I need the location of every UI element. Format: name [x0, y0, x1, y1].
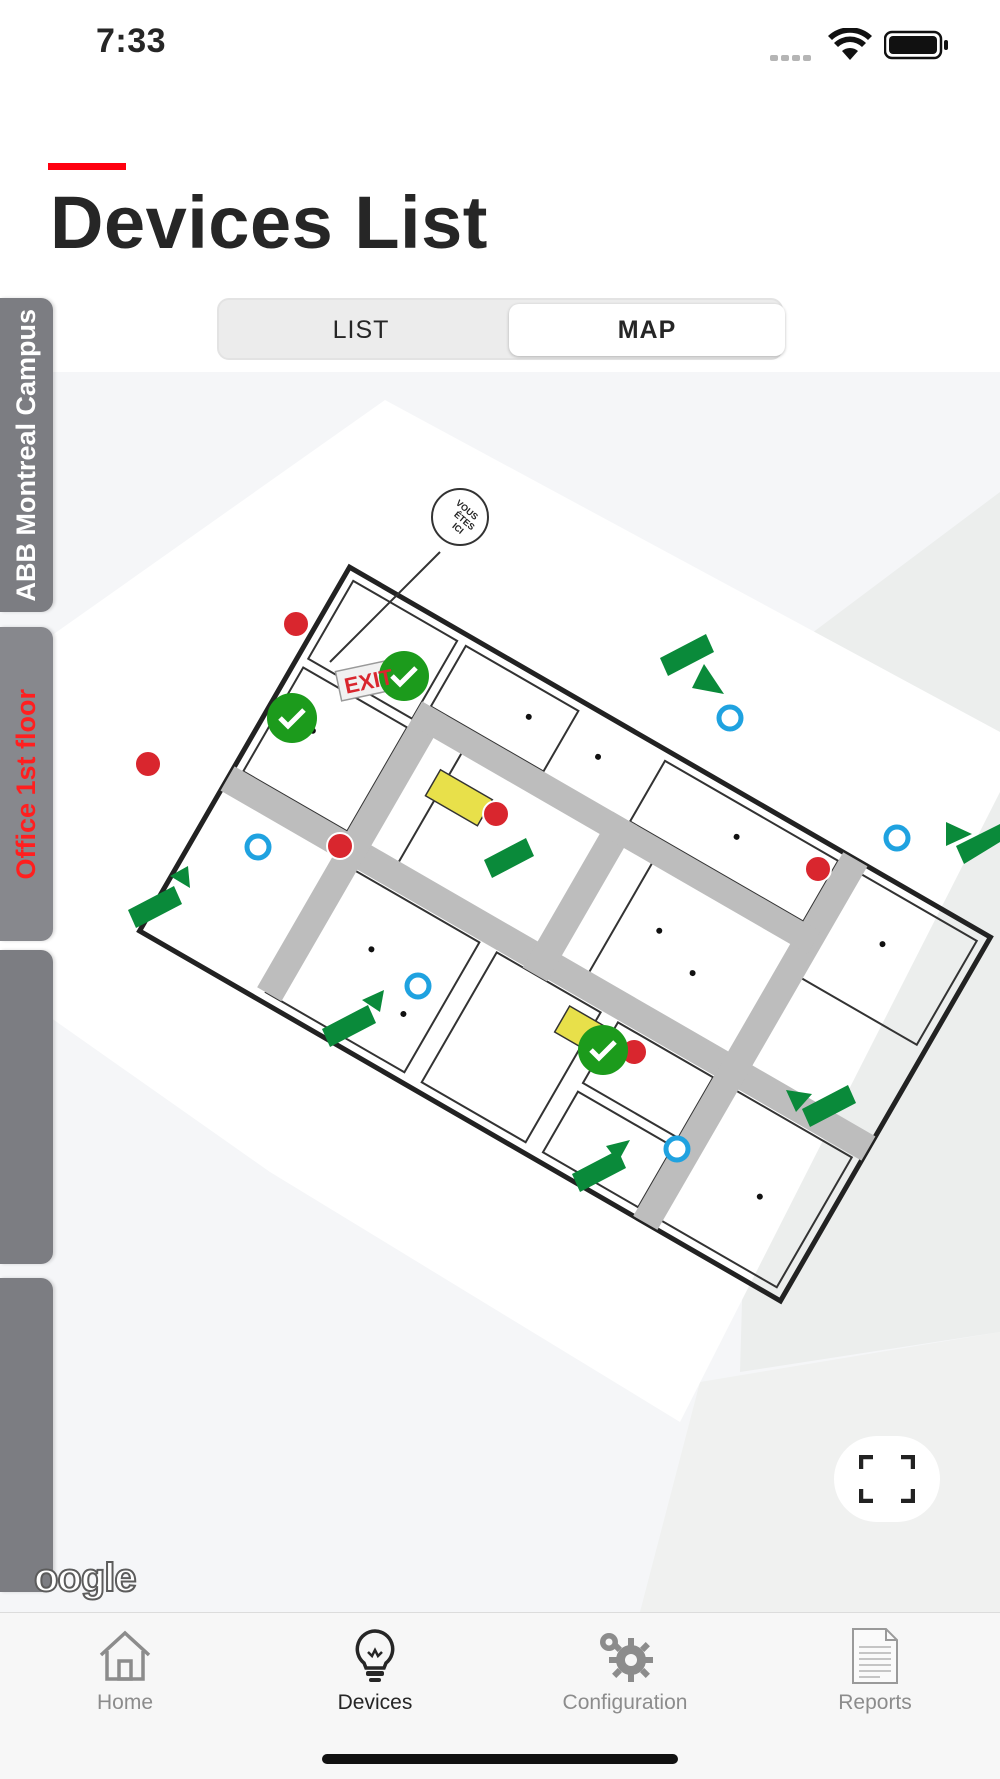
view-toggle: LIST MAP	[217, 298, 785, 360]
side-tab-empty-2[interactable]	[0, 1278, 53, 1592]
home-indicator[interactable]	[322, 1754, 678, 1764]
map-view-button[interactable]: MAP	[509, 304, 785, 356]
tab-configuration-label: Configuration	[562, 1691, 688, 1714]
campus-label: ABB Montreal Campus	[11, 308, 41, 602]
status-time: 7:33	[96, 22, 167, 60]
status-bar: 7:33	[0, 0, 1000, 95]
bottom-tab-bar: Home Devices	[0, 1612, 1000, 1779]
tab-reports-label: Reports	[838, 1691, 912, 1714]
tab-reports[interactable]: Reports	[765, 1625, 985, 1725]
device-status-markers	[267, 651, 628, 1075]
floor-selector-tab[interactable]: Office 1st floor	[0, 627, 53, 941]
gear-icon	[600, 1633, 653, 1682]
floor-label: Office 1st floor	[11, 688, 41, 880]
fullscreen-button[interactable]	[834, 1436, 940, 1522]
tab-devices[interactable]: Devices	[265, 1625, 485, 1725]
campus-selector-tab[interactable]: ABB Montreal Campus	[0, 298, 53, 612]
tab-devices-label: Devices	[337, 1691, 413, 1714]
tab-configuration[interactable]: Configuration	[515, 1625, 735, 1725]
wifi-icon	[828, 28, 872, 60]
battery-icon	[884, 30, 948, 60]
cellular-signal-icon	[770, 48, 814, 66]
list-view-button[interactable]: LIST	[332, 315, 390, 344]
page-title: Devices List	[50, 181, 488, 264]
title-accent-bar	[48, 163, 126, 170]
tab-home[interactable]: Home	[15, 1625, 235, 1725]
map-provider-logo: oogle	[33, 1555, 138, 1601]
home-icon	[99, 1630, 151, 1681]
lightbulb-icon	[355, 1629, 395, 1682]
fullscreen-icon	[859, 1455, 915, 1503]
document-icon	[852, 1628, 898, 1684]
side-tab-empty-1[interactable]	[0, 950, 53, 1264]
tab-home-label: Home	[96, 1691, 154, 1714]
